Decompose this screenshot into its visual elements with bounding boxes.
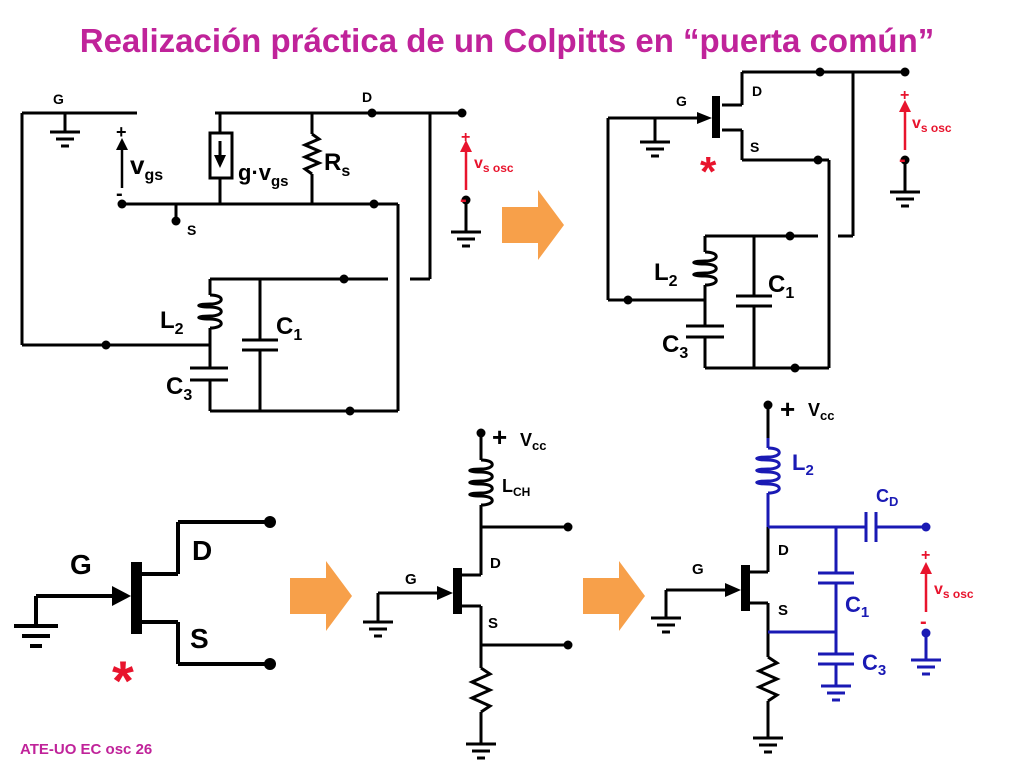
panel-jfet-symbol [14, 520, 270, 666]
p1-vgs-plus: + [116, 122, 127, 142]
p4-gate-arrow-icon [437, 586, 453, 600]
p2-l2-label: L2 [654, 259, 678, 290]
p2-vsosc-minus: - [899, 149, 906, 171]
panel2-nodes [623, 67, 910, 373]
p5-l2-label: L2 [792, 450, 814, 479]
p1-d-label: D [362, 89, 372, 105]
p1-gvgs-label: g·vgs [238, 160, 289, 190]
p4-g-label: G [405, 571, 417, 588]
slide-footer: ATE-UO EC osc 26 [20, 741, 152, 758]
p1-vgs-minus: - [116, 183, 123, 205]
panel5-blue-network [755, 438, 941, 702]
p2-c3-label: C3 [662, 331, 688, 362]
transition-arrow-icon-3 [583, 561, 645, 631]
p3-g-label: G [70, 549, 92, 580]
p1-vsosc-plus: + [461, 129, 470, 146]
slide-title: Realización práctica de un Colpitts en “… [80, 22, 935, 59]
panel-jfet-tank [606, 70, 920, 370]
p5-vs-osc-arrow-icon [920, 562, 932, 574]
vgs-arrow-icon [116, 138, 128, 150]
p2-d-label: D [752, 83, 762, 99]
panel-equivalent-circuit [20, 111, 481, 413]
p5-c1-label: C1 [845, 592, 869, 621]
p2-g-label: G [676, 93, 687, 109]
p1-vgs-label: vgs [130, 150, 163, 184]
p1-s-label: S [187, 222, 196, 238]
p3-star-mark: * [112, 649, 134, 712]
p1-g-label: G [53, 91, 64, 107]
p5-vcc-label: Vcc [808, 400, 834, 423]
p1-c3-label: C3 [166, 373, 192, 404]
transition-arrow-icon-2 [290, 561, 352, 631]
p5-d-label: D [778, 542, 789, 559]
p1-vsosc-minus: - [460, 189, 467, 211]
p5-jfet-channel [741, 565, 750, 611]
p5-vsosc-label: vs osc [934, 581, 974, 601]
p4-vcc-label: Vcc [520, 430, 546, 453]
panel-final-colpitts [651, 405, 783, 754]
p2-s-label: S [750, 139, 759, 155]
p5-vcc-plus: + [780, 394, 795, 424]
p1-vsosc-label: vs osc [474, 155, 514, 175]
current-source-arrow-icon [214, 155, 226, 168]
p2-gate-arrow-icon [697, 112, 712, 124]
p5-c3-label: C3 [862, 650, 886, 679]
p4-d-label: D [490, 555, 501, 572]
p2-jfet-channel [712, 96, 720, 138]
p2-vsosc-plus: + [900, 87, 909, 104]
p2-c1-label: C1 [768, 271, 794, 302]
p1-rs-label: Rs [324, 149, 350, 180]
p3-d-label: D [192, 535, 212, 566]
p4-lch-label: LCH [502, 476, 530, 499]
panel4-nodes [476, 428, 573, 650]
p4-vcc-plus: + [492, 422, 507, 452]
transition-arrow-icon-1 [502, 190, 564, 260]
p4-jfet-channel [453, 568, 462, 614]
p4-s-label: S [488, 615, 498, 632]
p2-vsosc-label: vs osc [912, 115, 952, 135]
panel-common-gate-stage [363, 433, 568, 760]
p5-gate-arrow-icon [725, 583, 741, 597]
p5-cd-label: CD [876, 486, 898, 509]
p5-s-label: S [778, 602, 788, 619]
panel3-nodes [264, 516, 276, 670]
p3-gate-arrow-icon [112, 586, 131, 606]
p5-g-label: G [692, 561, 704, 578]
p3-s-label: S [190, 623, 209, 654]
p3-jfet-channel [131, 562, 142, 634]
p1-l2-label: L2 [160, 307, 184, 338]
p1-c1-label: C1 [276, 313, 302, 344]
p2-star-mark: * [700, 148, 717, 195]
p5-vsosc-minus: - [920, 611, 927, 633]
vs-osc-arrow-icon [460, 140, 472, 152]
panel1-nodes [101, 108, 471, 416]
p2-vs-osc-arrow-icon [899, 100, 911, 112]
p5-vsosc-plus: + [921, 547, 930, 564]
